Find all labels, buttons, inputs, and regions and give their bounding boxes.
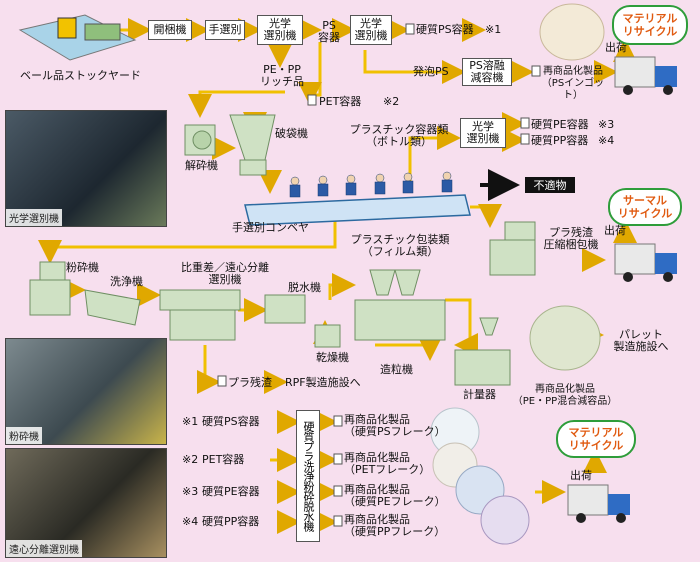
shipment-1-label: 出荷 bbox=[605, 41, 627, 54]
stockyard-label: ベール品ストックヤード bbox=[20, 69, 141, 82]
thermal-recycle: サーマル リサイクル bbox=[608, 188, 682, 226]
centrifugal-sorter-photo: 遠心分離選別機 bbox=[5, 448, 167, 558]
row3-input: 硬質PE容器 bbox=[202, 485, 260, 498]
row3-note: ※3 bbox=[182, 485, 199, 498]
row4-output: 再商品化製品 （硬質PPフレーク） bbox=[344, 513, 446, 538]
optical-sorter-photo-caption: 光学選別機 bbox=[6, 209, 62, 226]
dryer-label: 乾燥機 bbox=[316, 351, 349, 364]
material-recycle-2: マテリアル リサイクル bbox=[556, 420, 636, 458]
rpf-label: RPF製造施設へ bbox=[285, 376, 361, 389]
centrifugal-sorter-photo-caption: 遠心分離選別機 bbox=[6, 540, 82, 557]
material-recycle-1: マテリアル リサイクル bbox=[612, 5, 688, 45]
stockyard-shape bbox=[18, 14, 137, 61]
washer-label: 洗浄機 bbox=[110, 275, 143, 288]
note3-label: ※3 bbox=[598, 118, 615, 131]
row2-output: 再商品化製品 （PETフレーク） bbox=[344, 451, 431, 476]
pe-pp-mixed-label: 再商品化製品 （PE・PP混合減容品） bbox=[512, 384, 618, 407]
hand-sort-box: 手選別 bbox=[205, 20, 245, 40]
hard-plastic-wash-machine: 硬質プラ洗浄粉砕脱水機 bbox=[296, 410, 320, 542]
row1-output: 再商品化製品 （硬質PSフレーク） bbox=[344, 413, 446, 438]
optical-sorter-photo: 光学選別機 bbox=[5, 110, 167, 227]
pe-pp-rich-label: PE・PP リッチ品 bbox=[260, 63, 304, 88]
shipment-2-label: 出荷 bbox=[604, 224, 626, 237]
hard-pe-container-label: 硬質PE容器 bbox=[531, 118, 589, 131]
optical-sorter-1-box: 光学 選別機 bbox=[257, 15, 303, 45]
row4-note: ※4 bbox=[182, 515, 199, 528]
plastic-film-label: プラスチック包装類 （フィルム類） bbox=[350, 233, 450, 258]
optical-sorter-2-box: 光学 選別機 bbox=[350, 15, 392, 45]
unsuitable-box: 不適物 bbox=[525, 177, 575, 193]
pelletizer-label: 造粒機 bbox=[380, 363, 413, 376]
hand-sort-conveyor-shape bbox=[244, 194, 471, 226]
dehydrator-label: 脱水機 bbox=[288, 281, 321, 294]
foam-ps-label: 発泡PS bbox=[413, 65, 449, 78]
ps-container-label: PS 容器 bbox=[318, 19, 340, 44]
optical-sorter-3-box: 光学 選別機 bbox=[460, 118, 506, 148]
pallet-label: パレット 製造施設へ bbox=[613, 328, 669, 353]
note2-label: ※2 bbox=[383, 95, 400, 108]
hard-ps-container-label: 硬質PS容器 bbox=[416, 23, 474, 36]
hand-sort-conveyor-label: 手選別コンベヤ bbox=[232, 221, 309, 234]
row1-input: 硬質PS容器 bbox=[202, 415, 260, 428]
row2-input: PET容器 bbox=[202, 453, 245, 466]
ps-ingot-label: 再商品化製品 （PSインゴット） bbox=[541, 66, 605, 101]
truck-shapes bbox=[567, 56, 677, 523]
residue-baler-label: プラ残渣 圧縮梱包機 bbox=[543, 226, 599, 251]
row4-input: 硬質PP容器 bbox=[202, 515, 260, 528]
ps-dissolver-box: PS溶融 減容機 bbox=[462, 58, 512, 86]
hard-pp-container-label: 硬質PP容器 bbox=[531, 134, 589, 147]
note1-label: ※1 bbox=[485, 23, 502, 36]
plastic-residue-label: プラ残渣 bbox=[228, 376, 272, 389]
bag-breaker-label: 破袋機 bbox=[275, 127, 308, 140]
meter-label: 計量器 bbox=[463, 388, 496, 401]
crusher-1-label: 解砕機 bbox=[185, 159, 218, 172]
plastic-bottles-label: プラスチック容器類 （ボトル類） bbox=[349, 123, 449, 148]
centrifugal-sorter-label: 比重差／遠心分離 選別機 bbox=[181, 261, 269, 286]
row3-output: 再商品化製品 （硬質PEフレーク） bbox=[344, 483, 446, 508]
shipment-3-label: 出荷 bbox=[570, 469, 592, 482]
pulverizer-label: 粉砕機 bbox=[66, 261, 99, 274]
pet-container-label: PET容器 bbox=[319, 95, 362, 108]
row1-note: ※1 bbox=[182, 415, 199, 428]
pulverizer-photo: 粉砕機 bbox=[5, 338, 167, 445]
pulverizer-photo-caption: 粉砕機 bbox=[6, 427, 42, 444]
note4-label: ※4 bbox=[598, 134, 615, 147]
unbaler-box: 開梱機 bbox=[148, 20, 192, 40]
row2-note: ※2 bbox=[182, 453, 199, 466]
